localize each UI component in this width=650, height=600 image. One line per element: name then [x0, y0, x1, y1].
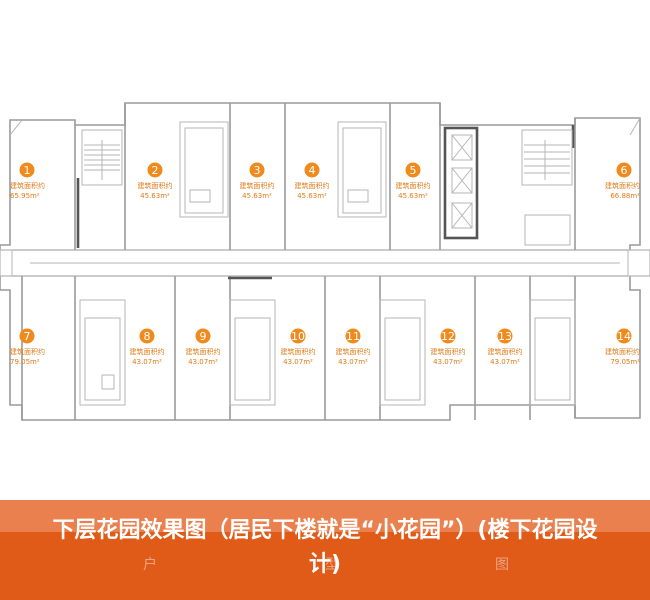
- unit-number: 14: [617, 330, 631, 343]
- unit-number: 3: [254, 164, 261, 177]
- unit-area-value: 45.63m²: [242, 192, 272, 200]
- unit-1: 1 建筑面积约 65.95m²: [10, 162, 45, 200]
- unit-area-value: 43.07m²: [433, 358, 463, 366]
- unit-area-label: 建筑面积约: [10, 181, 45, 190]
- unit-12: 12 建筑面积约 43.07m²: [431, 328, 466, 366]
- unit-area-value: 43.07m²: [188, 358, 218, 366]
- unit-number: 12: [441, 330, 455, 343]
- unit-4: 4 建筑面积约 45.63m²: [295, 162, 330, 200]
- top-bathrooms: [179, 121, 387, 218]
- elevator-shafts: [443, 126, 479, 240]
- unit-number: 9: [200, 330, 207, 343]
- under-text-3: 图: [495, 557, 509, 573]
- under-text-1: 户: [143, 557, 157, 573]
- unit-number-circle: [249, 162, 265, 178]
- unit-14: 14 建筑面积约 79.05m²: [605, 328, 640, 366]
- unit-area-value: 79.05m²: [10, 358, 40, 366]
- unit-area-value: 43.07m²: [338, 358, 368, 366]
- unit-10: 10 建筑面积约 43.07m²: [281, 328, 316, 366]
- unit-number: 4: [309, 164, 316, 177]
- unit-8: 8 建筑面积约 43.07m²: [130, 328, 165, 366]
- unit-number: 11: [346, 330, 360, 343]
- unit-number-circle: [19, 162, 35, 178]
- unit-7: 7 建筑面积约 79.05m²: [10, 328, 45, 366]
- unit-number: 5: [410, 164, 417, 177]
- unit-area-value: 43.07m²: [490, 358, 520, 366]
- unit-6: 6 建筑面积约 66.88m²: [605, 162, 640, 200]
- unit-number: 13: [498, 330, 512, 343]
- unit-number-circle: [497, 328, 513, 344]
- unit-number-circle: [147, 162, 163, 178]
- unit-number: 1: [24, 164, 31, 177]
- unit-area-value: 43.07m²: [283, 358, 313, 366]
- floor-plan: 1建筑面积约65.95m²2建筑面积约45.63m²3建筑面积约45.63m²4…: [0, 102, 650, 421]
- banner-highlight: [0, 500, 650, 532]
- unit-area-label: 建筑面积约: [431, 347, 466, 356]
- unit-number-circle: [616, 162, 632, 178]
- unit-area-label: 建筑面积约: [605, 181, 640, 190]
- unit-area-label: 建筑面积约: [130, 347, 165, 356]
- side-ledges: [0, 117, 650, 277]
- caption-text: 下层花园效果图（居民下楼就是“小花园”）(楼下花园设计): [52, 518, 598, 577]
- left-stair: [81, 129, 123, 186]
- unit-area-label: 建筑面积约: [295, 181, 330, 190]
- unit-area-label: 建筑面积约: [281, 347, 316, 356]
- unit-number: 6: [621, 164, 628, 177]
- unit-number-circle: [440, 328, 456, 344]
- unit-area-value: 45.63m²: [140, 192, 170, 200]
- unit-number: 7: [24, 330, 31, 343]
- unit-number: 8: [144, 330, 151, 343]
- unit-number-circle: [195, 328, 211, 344]
- unit-area-label: 建筑面积约: [396, 181, 431, 190]
- unit-area-label: 建筑面积约: [488, 347, 523, 356]
- unit-area-value: 45.63m²: [398, 192, 428, 200]
- unit-number-circle: [304, 162, 320, 178]
- caption-banner: 户 型 图: [0, 500, 650, 600]
- unit-5: 5 建筑面积约 45.63m²: [396, 162, 431, 200]
- bottom-bathrooms: [79, 299, 576, 406]
- unit-number: 10: [291, 330, 305, 343]
- right-stair: [521, 129, 573, 246]
- unit-area-label: 建筑面积约: [605, 347, 640, 356]
- unit-number-circle: [19, 328, 35, 344]
- unit-number-circle: [290, 328, 306, 344]
- unit-area-label: 建筑面积约: [186, 347, 221, 356]
- unit-number: 2: [152, 164, 159, 177]
- unit-2: 2 建筑面积约 45.63m²: [138, 162, 173, 200]
- unit-number-circle: [345, 328, 361, 344]
- unit-9: 9 建筑面积约 43.07m²: [186, 328, 221, 366]
- unit-area-label: 建筑面积约: [240, 181, 275, 190]
- unit-labels: 1建筑面积约65.95m²2建筑面积约45.63m²3建筑面积约45.63m²4…: [10, 162, 640, 366]
- unit-number-circle: [139, 328, 155, 344]
- unit-3: 3 建筑面积约 45.63m²: [240, 162, 275, 200]
- unit-area-value: 45.63m²: [297, 192, 327, 200]
- unit-13: 13 建筑面积约 43.07m²: [488, 328, 523, 366]
- unit-area-label: 建筑面积约: [10, 347, 45, 356]
- unit-area-value: 65.95m²: [10, 192, 40, 200]
- unit-11: 11 建筑面积约 43.07m²: [336, 328, 371, 366]
- unit-area-label: 建筑面积约: [138, 181, 173, 190]
- unit-area-value: 66.88m²: [610, 192, 640, 200]
- unit-area-label: 建筑面积约: [336, 347, 371, 356]
- under-text-2: 型: [325, 557, 339, 573]
- top-partitions: [74, 103, 576, 250]
- unit-number-circle: [405, 162, 421, 178]
- unit-number-circle: [616, 328, 632, 344]
- unit-area-value: 79.05m²: [610, 358, 640, 366]
- unit-area-value: 43.07m²: [132, 358, 162, 366]
